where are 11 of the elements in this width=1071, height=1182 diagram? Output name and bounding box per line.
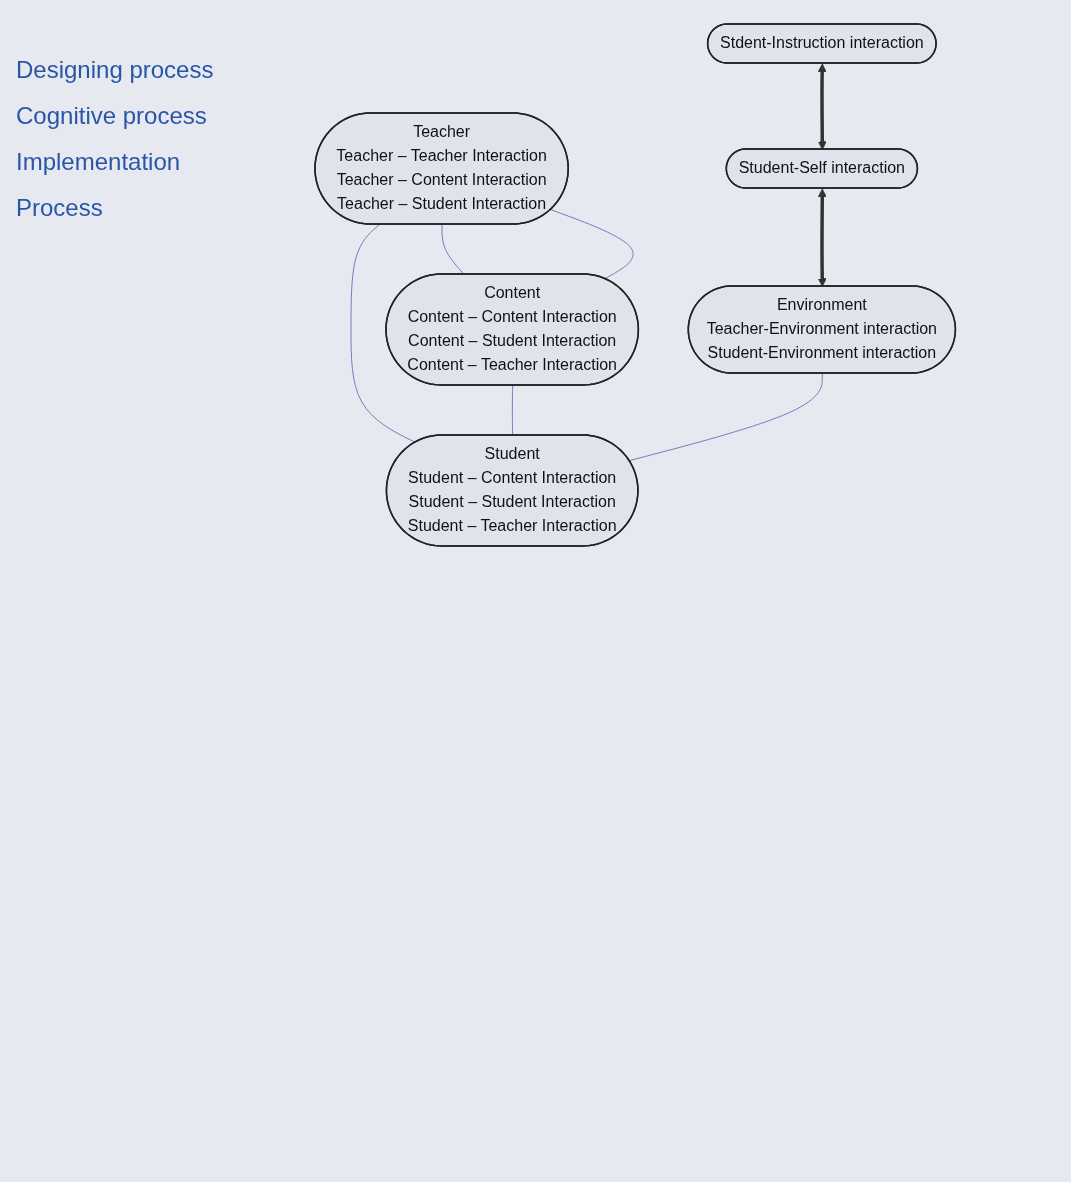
arrow bbox=[818, 188, 827, 287]
connector bbox=[441, 224, 465, 275]
connector bbox=[350, 224, 417, 443]
region-label: Process bbox=[16, 194, 104, 222]
connector bbox=[512, 385, 514, 436]
region-label: Implementation bbox=[16, 148, 182, 176]
connector bbox=[550, 209, 634, 280]
region-label: Designing process bbox=[16, 56, 215, 84]
arrow bbox=[818, 63, 827, 150]
region-label: Cognitive process bbox=[16, 102, 208, 130]
connector bbox=[629, 373, 824, 462]
